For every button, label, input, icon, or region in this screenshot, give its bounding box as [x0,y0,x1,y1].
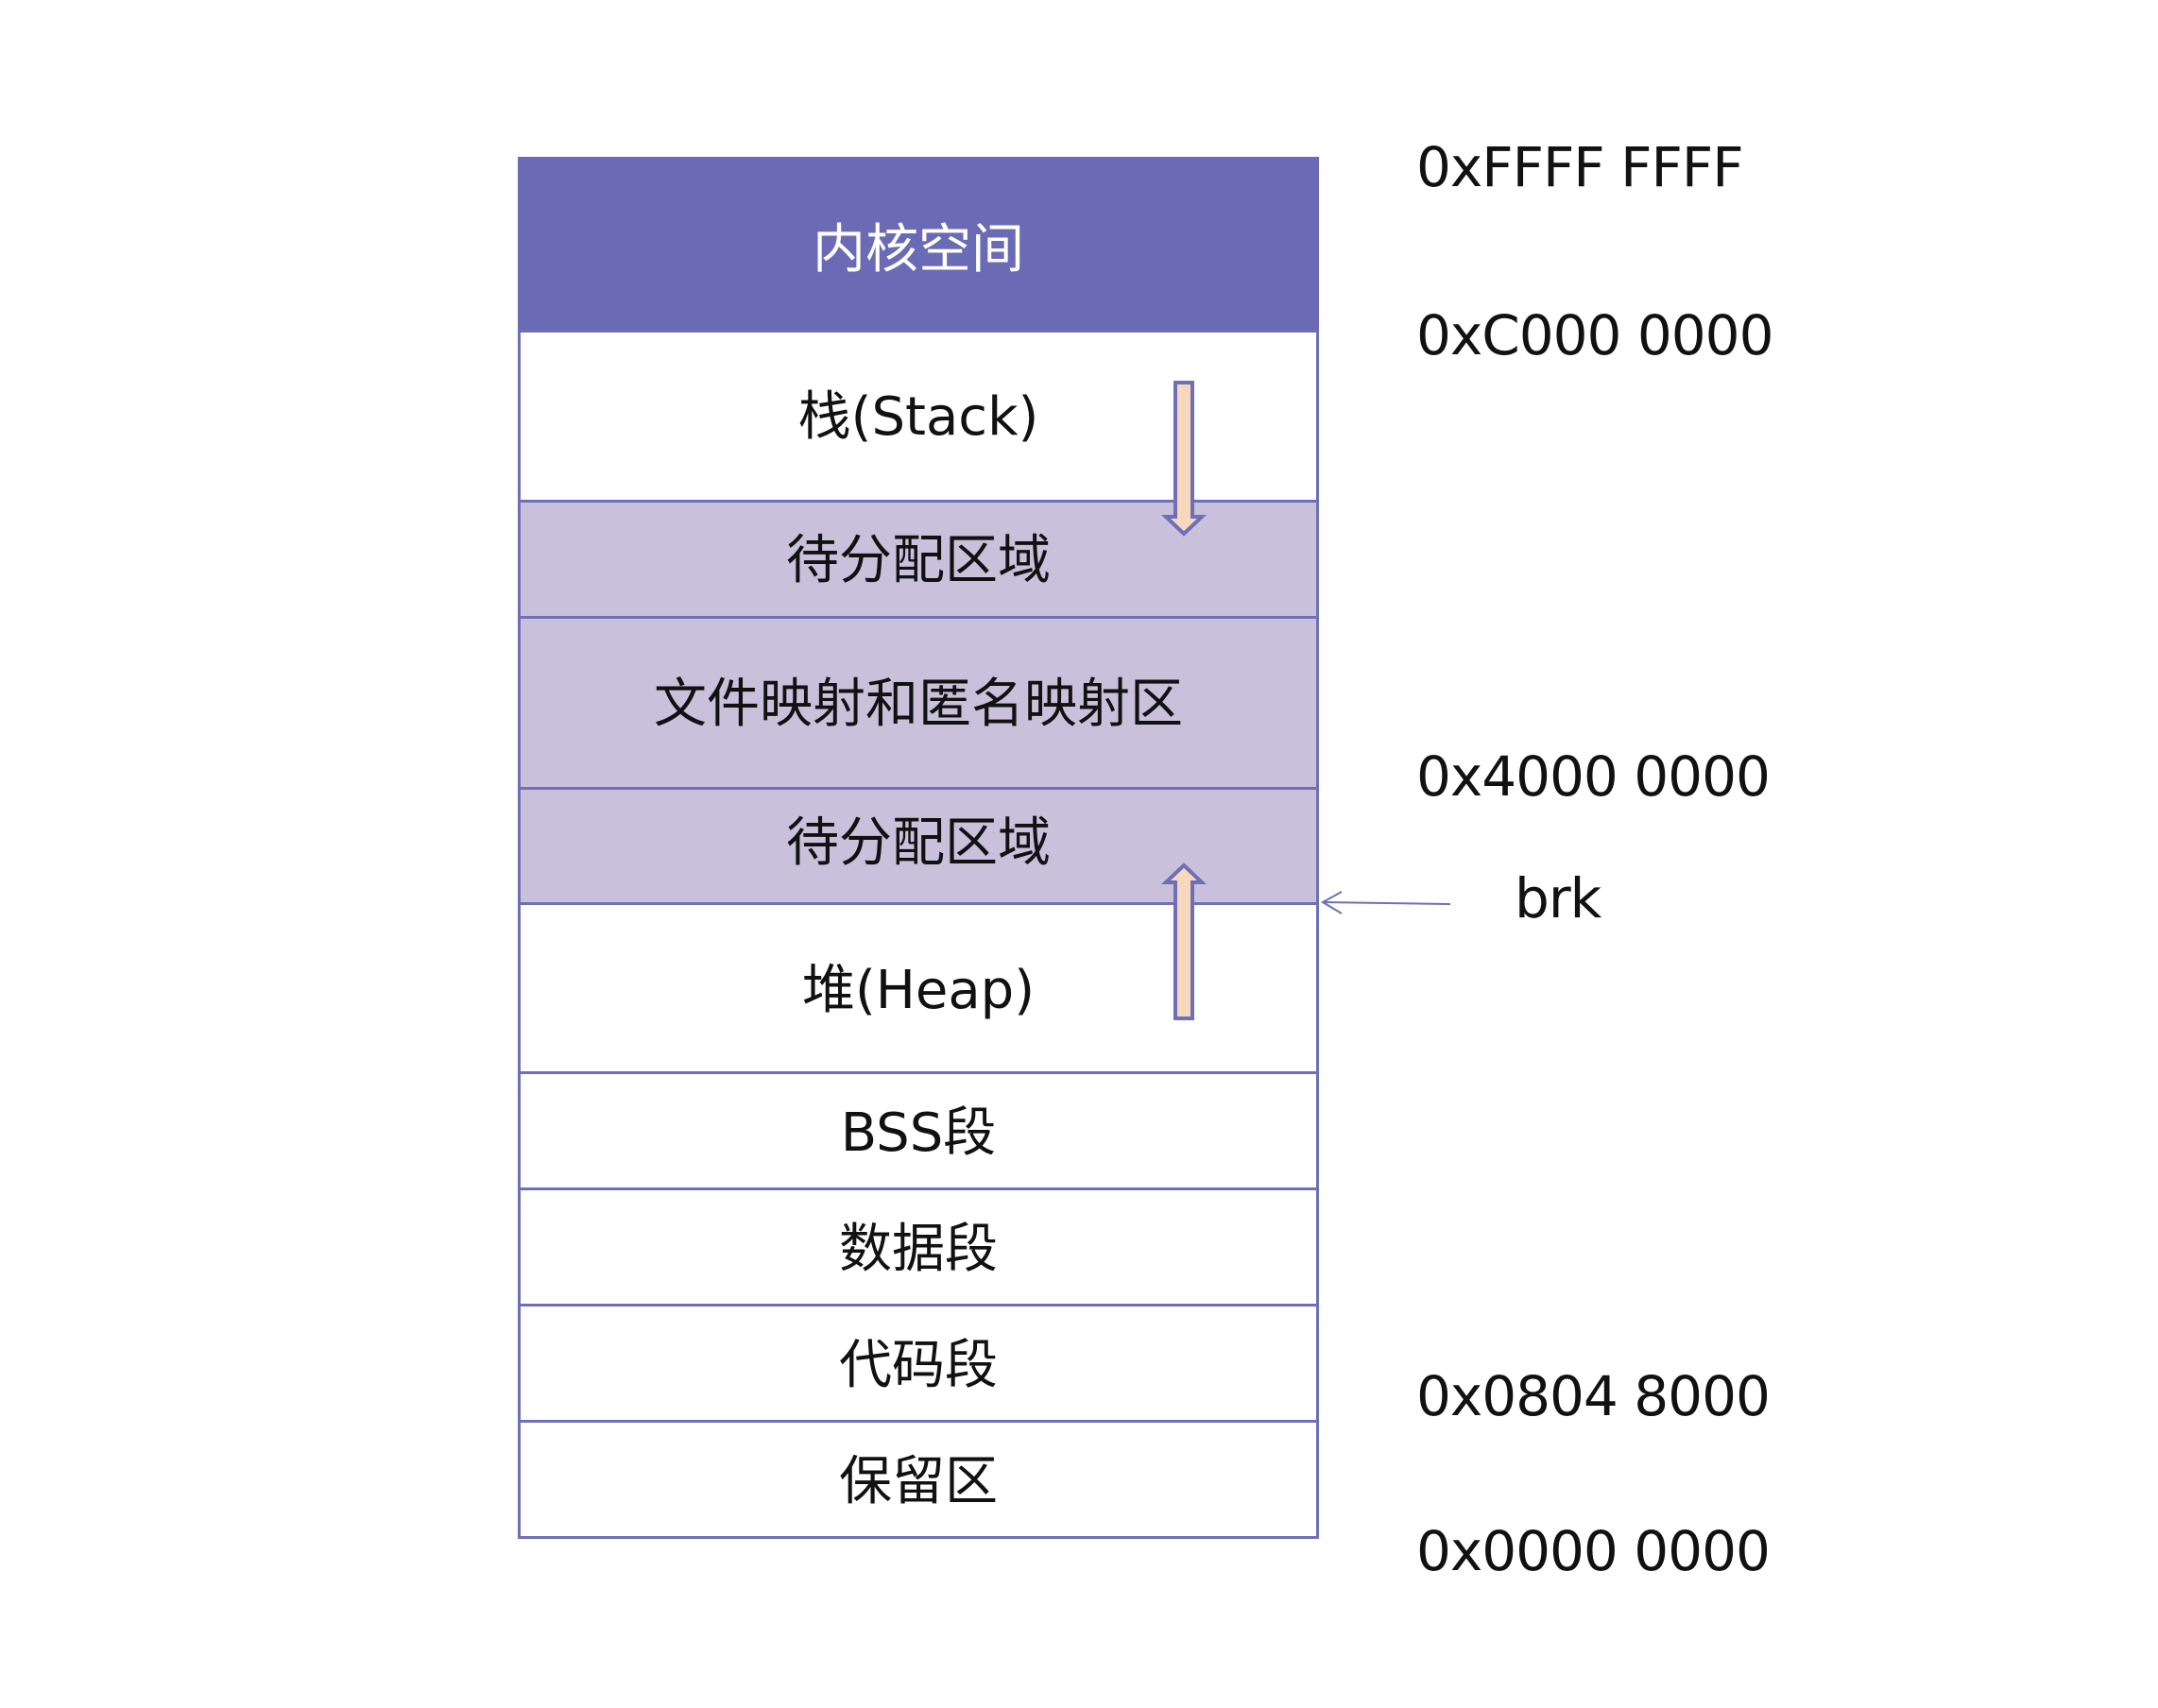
segment-text: 代码段 [518,1304,1319,1423]
segment-label: 文件映射和匿名映射区 [654,673,1183,735]
heap-grows-up-arrow-icon [1160,863,1207,1020]
segment-label: 待分配区域 [786,529,1051,591]
address-label-ffffffff: 0xFFFF FFFF [1416,135,1744,199]
stack-grows-down-arrow-icon [1160,381,1207,537]
segment-mmap-region: 文件映射和匿名映射区 [518,616,1319,790]
segment-reserved: 保留区 [518,1420,1319,1539]
segment-data: 数据段 [518,1187,1319,1307]
brk-label: brk [1515,866,1601,931]
segment-kernel-space: 内核空间 [518,157,1319,333]
segment-bss: BSS段 [518,1071,1319,1190]
segment-label: 堆(Heap) [801,959,1036,1021]
address-label-40000000: 0x4000 0000 [1416,744,1771,809]
segment-label: BSS段 [840,1102,997,1164]
segment-label: 内核空间 [813,218,1024,281]
segment-label: 栈(Stack) [797,386,1039,448]
segment-label: 待分配区域 [786,812,1051,874]
segment-label: 保留区 [839,1450,998,1512]
address-label-08048000: 0x0804 8000 [1416,1364,1771,1428]
brk-pointer-arrow-icon [1320,891,1451,914]
segment-label: 代码段 [839,1334,998,1396]
address-label-00000000: 0x0000 0000 [1416,1519,1771,1583]
segment-label: 数据段 [839,1218,998,1280]
address-label-c0000000: 0xC000 0000 [1416,303,1773,367]
